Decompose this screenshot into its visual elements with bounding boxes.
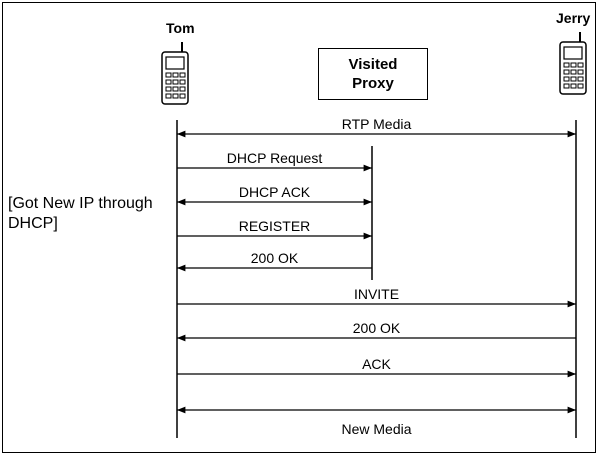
proxy-box: Visited Proxy <box>318 48 428 100</box>
message-label-2: DHCP Request <box>227 150 323 166</box>
message-label-5: 200 OK <box>251 250 299 266</box>
message-label-4: REGISTER <box>239 218 311 234</box>
participant-jerry-label: Jerry <box>556 10 591 26</box>
message-label-8: ACK <box>362 356 391 372</box>
proxy-label: Visited Proxy <box>348 56 398 92</box>
message-label-3: DHCP ACK <box>239 184 311 200</box>
dhcp-note: [Got New IP through DHCP] <box>8 195 153 232</box>
tom-phone-icon <box>161 42 189 105</box>
message-label-1: RTP Media <box>342 116 412 132</box>
diagram-frame <box>2 2 596 453</box>
message-label-9: New Media <box>341 421 411 437</box>
message-label-6: INVITE <box>354 286 399 302</box>
participant-tom-label: Tom <box>166 20 195 36</box>
jerry-phone-icon <box>559 32 587 95</box>
message-label-7: 200 OK <box>353 320 401 336</box>
